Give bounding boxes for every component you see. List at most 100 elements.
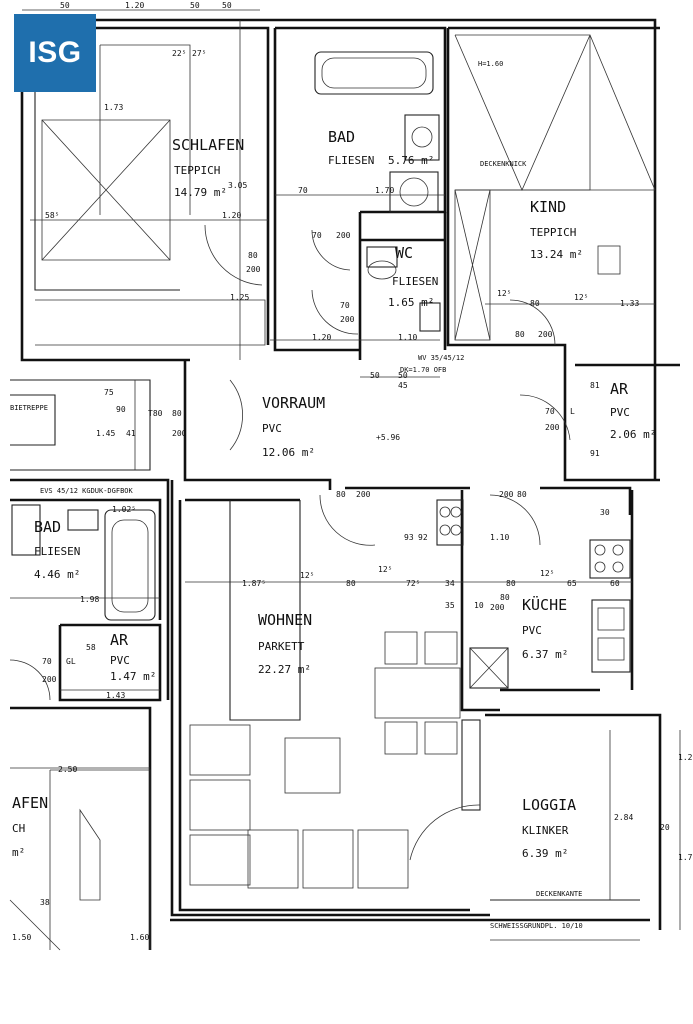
dim-top-50a: 50 [60,1,70,10]
bad2-bathtub-inner [111,519,149,613]
bad-shower [389,171,439,213]
dim-133: 1.33 [620,299,639,308]
wv-label: WV 35/45/12 [418,354,464,362]
burner-4 [450,524,462,536]
dim-70a: 70 [298,186,308,195]
dimension-texts: 50 1.20 50 50 22⁵ 27⁵ 1.73 3.05 58⁵ 1.20… [12,1,693,942]
wall-vorraum-bottom-right [540,486,632,515]
bad-door-arc [311,229,351,271]
left-lower-diag [9,899,61,951]
chair-1 [384,631,418,665]
dim-80e: 80 [517,490,527,499]
dim-50e: 50 [398,371,408,380]
dim-80c: 80 [336,490,346,499]
room-bad2-floor: FLIESEN [34,545,80,558]
wall-ar1 [575,363,657,480]
room-bad-name: BAD [328,128,355,146]
burner-2 [450,506,462,518]
room-ar2-area: 1.47 m² [110,670,156,683]
dim-200c: 200 [340,315,355,324]
dim-93: 93 [404,533,414,542]
sofa-5 [302,829,354,889]
room-schlafen2-floor: CH [12,822,25,835]
room-wc-floor: FLIESEN [392,275,438,288]
bad-sink [404,114,440,161]
room-vorraum-area: 12.06 m² [262,446,315,459]
dim-75: 75 [104,388,114,397]
loggia-door-arc [409,804,481,861]
kind-wardrobe-cross [454,189,491,341]
sofa-4 [247,829,299,889]
wall-bad-left [273,28,360,352]
kind-slope-right [589,34,656,191]
dim-725: 72⁵ [406,579,420,588]
dim-200d: 200 [172,429,187,438]
wall-vorraum-left [183,360,332,490]
deckenkante-label: DECKENKANTE [536,890,582,898]
loggia-window-frame [461,719,481,811]
isg-logo-text: ISG [28,36,82,69]
dim-125c: 12⁵ [574,293,588,302]
wall-wohnen-left [170,480,490,917]
wohnen-door-arc [319,494,376,546]
wall-treppe [10,379,151,471]
dim-110: 1.10 [398,333,417,342]
wall-left-unit [10,478,170,700]
isg-logo: ISG [14,14,96,92]
room-ar1-floor: PVC [610,406,630,419]
coffee-table [284,737,341,794]
dim-58: 58 [86,643,96,652]
dim-200b: 200 [246,265,261,274]
chair-2 [424,631,458,665]
dim-80i: 80 [500,593,510,602]
room-wc-name: WC [395,244,413,262]
bad-sink-bowl [411,126,433,148]
wohnen-niche [229,500,301,721]
kind-wardrobe [454,189,491,341]
room-schlafen2-name: AFEN [12,794,48,812]
chair-4 [424,721,458,755]
room-wohnen-name: WOHNEN [258,611,312,629]
kueche-sink [591,599,631,673]
dim-125e: 12⁵ [378,565,392,574]
bad-shower-drain [399,177,429,207]
cooktop-burner-3 [594,561,606,573]
room-kind-area: 13.24 m² [530,248,583,261]
room-loggia-name: LOGGIA [522,796,576,814]
dim-200f: 200 [545,423,560,432]
burner-3 [439,524,451,536]
wc-door-arc [311,289,359,335]
dim-585: 58⁵ [45,211,59,220]
wall-loggia [485,713,662,930]
kueche-cooktop [589,539,631,579]
kueche-fixtures [436,499,631,689]
annotations: +5.96 H=1.60 DECKENKNICK DECKENKANTE EVS… [10,60,583,930]
cooktop-burner-1 [594,544,606,556]
dim-200h: 200 [499,490,514,499]
room-bad-floor: FLIESEN [328,154,374,167]
dim-80g: 80 [346,579,356,588]
schlafen-door-arc [204,224,263,286]
dim-145: 1.45 [96,429,115,438]
dim-81: 81 [590,381,600,390]
room-vorraum-name: VORRAUM [262,394,325,412]
dim-60: 60 [610,579,620,588]
dim-173: 1.73 [104,103,123,112]
room-loggia-area: 6.39 m² [522,847,568,860]
room-bad2-area: 4.46 m² [34,568,80,581]
wall-ar2 [58,623,162,702]
isg-logo-inner: ISG [14,14,96,92]
ar2-door-arc [9,659,51,701]
dim-10: 10 [474,601,484,610]
deckenknick-label: DECKENKNICK [480,160,527,168]
dim-38: 38 [40,898,50,907]
bad2-sink [11,504,41,556]
dim-250: 2.50 [58,765,77,774]
dim-35: 35 [445,601,455,610]
kind-table [597,245,621,275]
bathtub-inner [321,57,427,89]
room-schlafen2-area: m² [12,846,25,859]
dim-70b: 70 [312,231,322,240]
